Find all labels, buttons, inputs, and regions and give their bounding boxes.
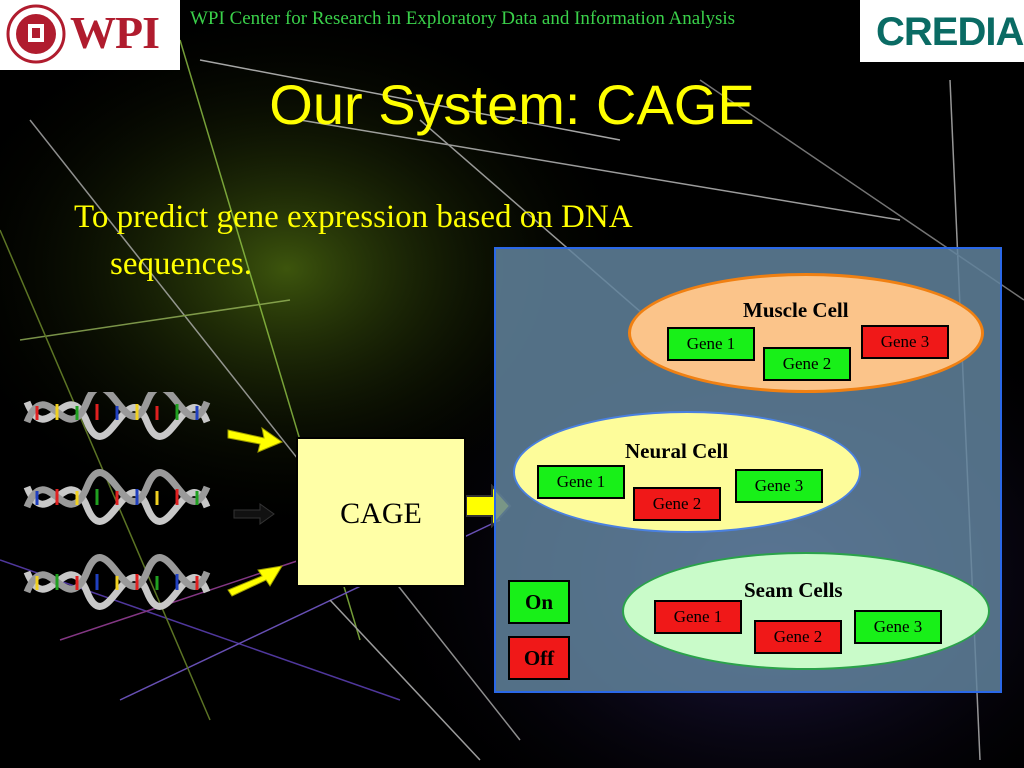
seam-gene-3: Gene 3 [854, 610, 942, 644]
dna-double-helix-icon [23, 392, 211, 440]
muscle-gene-2: Gene 2 [763, 347, 851, 381]
seam-cells: Seam Cells Gene 1 Gene 2 Gene 3 [622, 552, 990, 670]
bullet-line-1: To predict gene expression based on DNA [74, 199, 633, 235]
neural-gene-1: Gene 1 [537, 465, 625, 499]
neural-gene-2: Gene 2 [633, 487, 721, 521]
legend-on: On [508, 580, 570, 624]
neural-cell-title: Neural Cell [625, 439, 729, 463]
bullet-text: To predict gene expression based on DNA … [74, 194, 774, 288]
seam-cells-title: Seam Cells [744, 578, 843, 602]
dna-double-helix-icon [23, 554, 211, 610]
neural-cell: Neural Cell Gene 1 Gene 2 Gene 3 [513, 411, 861, 533]
wpi-logo: WPI [0, 0, 180, 70]
legend-off: Off [508, 636, 570, 680]
slide-title: Our System: CAGE [269, 73, 755, 136]
bullet-line-2: sequences. [110, 246, 253, 282]
neural-gene-3: Gene 3 [735, 469, 823, 503]
seam-gene-1: Gene 1 [654, 600, 742, 634]
input-arrows [227, 426, 284, 597]
arrow-right-icon [227, 426, 284, 453]
seam-gene-2: Gene 2 [754, 620, 842, 654]
muscle-gene-3: Gene 3 [861, 325, 949, 359]
arrow-right-icon [233, 503, 275, 525]
wpi-logo-text: WPI [70, 7, 160, 58]
credia-logo: CREDIA [860, 0, 1024, 62]
arrow-right-icon [227, 565, 283, 597]
cage-box: CAGE [296, 437, 466, 587]
dna-helices [23, 392, 211, 610]
wpi-seal-icon [6, 4, 66, 64]
muscle-cell-title: Muscle Cell [743, 298, 849, 322]
muscle-cell: Muscle Cell Gene 1 Gene 2 Gene 3 [628, 273, 984, 393]
header-org-text: WPI Center for Research in Exploratory D… [190, 8, 736, 29]
muscle-gene-1: Gene 1 [667, 327, 755, 361]
cage-label: CAGE [340, 497, 422, 530]
dna-double-helix-icon [23, 469, 211, 525]
credia-logo-text: CREDIA [876, 10, 1024, 54]
